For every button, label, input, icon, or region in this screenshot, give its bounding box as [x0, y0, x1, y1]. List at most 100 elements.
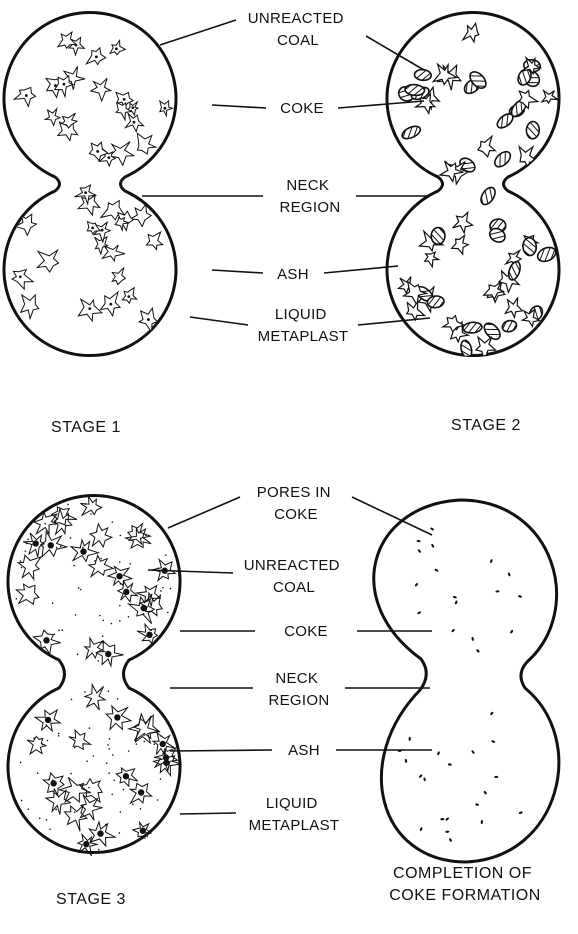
ash-stipple: [70, 537, 72, 539]
coke-particle: [478, 136, 495, 156]
pore-mark: [419, 827, 422, 832]
caption-stage-1: STAGE 1: [51, 419, 121, 436]
pore-mark: [430, 527, 435, 531]
ash-stipple: [47, 642, 49, 644]
ash-stipple: [150, 630, 152, 632]
ash-stipple: [105, 824, 107, 826]
caption-stage-2: STAGE 2: [451, 417, 521, 434]
ash-stipple: [73, 565, 75, 567]
ash-dot: [109, 303, 112, 306]
ash-stipple: [84, 503, 86, 505]
pore-mark: [448, 838, 452, 843]
pore-mark: [494, 776, 498, 779]
ash-stipple: [20, 762, 22, 764]
label-ash: ASH: [277, 266, 309, 283]
ash-dot: [25, 94, 28, 97]
ash-dot: [115, 47, 118, 50]
ash-dot: [127, 295, 130, 298]
ash-stipple: [98, 849, 100, 851]
ash-stipple: [123, 789, 125, 791]
ash-stipple: [143, 613, 145, 615]
ash-stipple: [58, 630, 60, 632]
unreacted-coal-core: [138, 789, 144, 795]
ash-stipple: [99, 689, 101, 691]
unreacted-coal-core: [140, 828, 146, 834]
pore-mark: [451, 628, 455, 632]
ash-stipple: [97, 660, 99, 662]
coke-particle: [505, 298, 522, 318]
pore-mark: [434, 568, 439, 572]
ash-stipple: [100, 558, 102, 560]
pore-mark: [423, 777, 426, 781]
ash-stipple: [103, 620, 105, 622]
ash-stipple: [94, 560, 96, 562]
pore-mark: [417, 549, 421, 554]
ash-stipple: [33, 737, 35, 739]
ash-dot: [63, 83, 66, 86]
pore-mark: [417, 611, 422, 615]
ash-stipple: [49, 828, 51, 830]
label-ash: ASH: [288, 742, 320, 759]
coke-cell: [134, 715, 160, 741]
coke-fleck: [137, 133, 155, 154]
ash-stipple: [46, 819, 48, 821]
ash-stipple: [89, 727, 91, 729]
ash-stipple: [80, 589, 82, 591]
caption-stage-3: STAGE 3: [56, 891, 126, 908]
pore-mark: [476, 649, 480, 653]
coke-cell: [65, 805, 87, 831]
pore-mark: [416, 540, 420, 543]
ash-stipple: [25, 550, 27, 552]
pore-mark: [431, 543, 435, 548]
unreacted-coal-core: [48, 542, 54, 548]
ash-stipple: [44, 523, 46, 525]
ash-stipple: [77, 654, 79, 656]
unreacted-coal-core: [163, 760, 169, 766]
ash-stipple: [157, 799, 159, 801]
unreacted-coal-core: [45, 717, 51, 723]
coke-cell: [85, 685, 105, 710]
ash-stipple: [82, 547, 84, 549]
ash-stipple: [119, 620, 121, 622]
ash-dot: [131, 106, 134, 109]
ash-stipple: [121, 654, 123, 656]
pore-mark: [445, 817, 449, 821]
ash-dot: [101, 229, 104, 232]
pore-mark: [408, 737, 411, 741]
ash-dot: [133, 121, 136, 124]
ash-stipple: [160, 590, 162, 592]
unreacted-coal-particle: [431, 227, 445, 244]
ash-stipple: [52, 780, 54, 782]
unreacted-coal-core: [123, 773, 129, 779]
ash-stipple: [107, 744, 109, 746]
pore-mark: [480, 820, 483, 824]
ash-stipple: [113, 779, 115, 781]
pore-mark: [495, 590, 499, 593]
coke-fleck: [146, 232, 162, 250]
ash-stipple: [165, 554, 167, 556]
coke-fleck: [109, 142, 133, 166]
coke-particle: [425, 252, 439, 267]
pore-mark: [454, 600, 458, 605]
ash-stipple: [20, 560, 22, 562]
unreacted-coal-particle: [414, 69, 432, 81]
ash-stipple: [42, 744, 44, 746]
ash-stipple: [112, 521, 114, 523]
ash-dot: [19, 275, 22, 278]
ash-stipple: [162, 587, 164, 589]
pore-mark: [471, 750, 475, 755]
ash-stipple: [37, 772, 39, 774]
pore-mark: [510, 629, 514, 634]
unreacted-coal-particle: [462, 321, 482, 334]
ash-stipple: [170, 588, 172, 590]
ash-dot: [107, 156, 110, 159]
coke-particle: [452, 236, 469, 255]
pore-mark: [445, 830, 449, 833]
ash-stipple: [112, 754, 114, 756]
coke-particle: [463, 23, 479, 42]
ash-stipple: [71, 699, 73, 701]
ash-stipple: [60, 546, 62, 548]
coke-particle: [453, 212, 473, 233]
coke-fleck: [12, 270, 33, 290]
unreacted-coal-core: [114, 714, 120, 720]
